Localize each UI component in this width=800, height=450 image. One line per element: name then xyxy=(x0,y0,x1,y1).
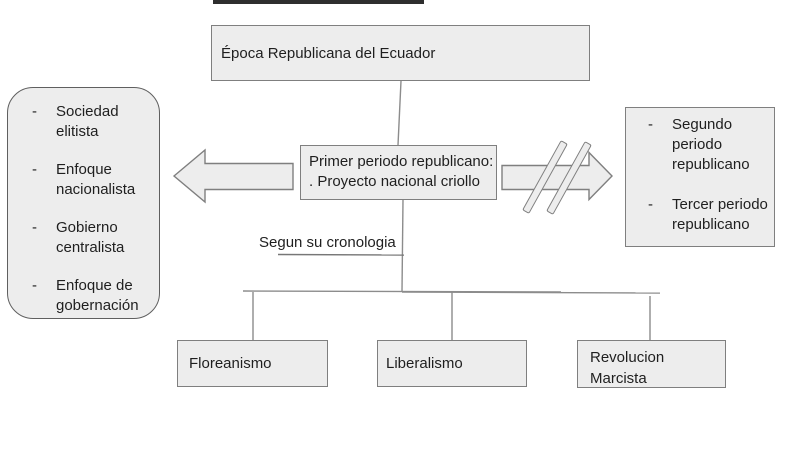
box-revolucion-marcista[interactable]: Revolucion Marcista xyxy=(577,340,726,388)
bullet-dash: - xyxy=(648,116,653,133)
center-box-primer-periodo[interactable]: Primer periodo republicano: . Proyecto n… xyxy=(300,145,497,200)
left-panel-item-label: Gobierno centralista xyxy=(56,219,125,256)
list-item: - Sociedad elitista xyxy=(32,102,155,142)
bullet-dash: - xyxy=(32,161,37,178)
box-floreanismo[interactable]: Floreanismo xyxy=(177,340,328,387)
cronologia-underline xyxy=(277,253,405,256)
left-panel-item-label: Enfoque nacionalista xyxy=(56,161,136,198)
left-panel-item-label: Enfoque de gobernación xyxy=(56,277,139,314)
left-panel-item-label: Sociedad elitista xyxy=(56,103,119,140)
bullet-dash: - xyxy=(32,277,37,294)
connector-center-to-tree xyxy=(401,199,404,292)
box-liberalismo-label: Liberalismo xyxy=(386,355,463,372)
cropped-title-text-bar xyxy=(213,0,424,4)
right-panel-item-label: Tercer periodo republicano xyxy=(672,196,768,233)
title-box-label: Época Republicana del Ecuador xyxy=(221,44,436,62)
connector-title-to-center xyxy=(397,80,402,146)
bullet-dash: - xyxy=(648,196,653,213)
left-characteristics-panel[interactable]: - Sociedad elitista - Enfoque nacionalis… xyxy=(7,87,160,319)
list-item: - Segundo periodo republicano xyxy=(648,115,774,175)
center-box-line2: . Proyecto nacional criollo xyxy=(309,173,480,190)
right-block-arrow[interactable] xyxy=(501,150,613,202)
list-item: - Enfoque de gobernación xyxy=(32,276,155,316)
center-box-line1: Primer periodo republicano: xyxy=(309,153,494,170)
bullet-dash: - xyxy=(32,103,37,120)
cronologia-label: Segun su cronologia xyxy=(259,234,396,251)
right-periods-panel[interactable]: - Segundo periodo republicano - Tercer p… xyxy=(625,107,775,247)
bullet-dash: - xyxy=(32,219,37,236)
box-floreanismo-label: Floreanismo xyxy=(189,355,272,372)
list-item: - Enfoque nacionalista xyxy=(32,160,155,200)
list-item: - Tercer periodo republicano xyxy=(648,195,774,235)
right-panel-item-label: Segundo periodo republicano xyxy=(672,116,750,173)
box-liberalismo[interactable]: Liberalismo xyxy=(377,340,527,387)
tree-horizontal-line-right xyxy=(401,291,661,294)
title-box[interactable]: Época Republicana del Ecuador xyxy=(211,25,590,81)
list-item: - Gobierno centralista xyxy=(32,218,155,258)
left-block-arrow[interactable] xyxy=(172,148,294,204)
box-revolucion-label: Revolucion Marcista xyxy=(590,349,665,387)
